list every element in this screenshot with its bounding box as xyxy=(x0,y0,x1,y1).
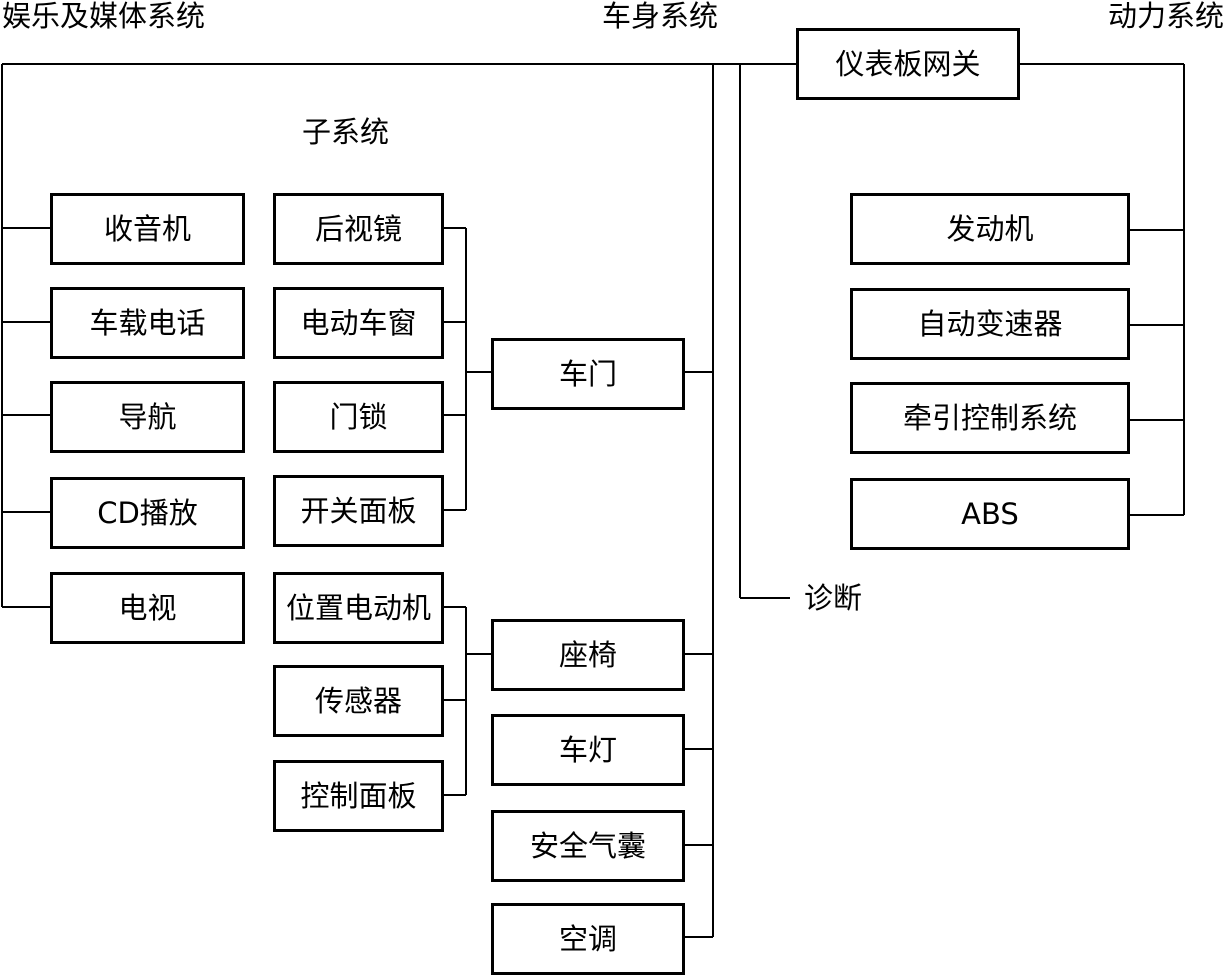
gateway-label: 仪表板网关 xyxy=(835,46,981,81)
powertrain-item-label: ABS xyxy=(961,496,1019,531)
body-item-label: 车灯 xyxy=(558,732,617,767)
entertainment-item: CD播放 xyxy=(50,477,245,549)
door-component-label: 电动车窗 xyxy=(300,305,417,340)
body-item: 安全气囊 xyxy=(491,810,685,882)
subsystem-label: 子系统 xyxy=(302,115,390,149)
door-component: 开关面板 xyxy=(273,475,444,547)
door-component: 电动车窗 xyxy=(273,287,444,359)
entertainment-item-label: 电视 xyxy=(118,590,177,625)
door-component: 后视镜 xyxy=(273,193,444,265)
powertrain-system-header: 动力系统 xyxy=(1108,0,1225,33)
door-component-label: 后视镜 xyxy=(314,211,402,246)
body-item: 座椅 xyxy=(491,619,685,691)
powertrain-item-label: 发动机 xyxy=(946,211,1034,246)
door-component: 门锁 xyxy=(273,381,444,453)
body-item-label: 车门 xyxy=(558,356,617,391)
powertrain-item: ABS xyxy=(850,478,1130,550)
powertrain-item: 自动变速器 xyxy=(850,288,1130,360)
entertainment-item: 电视 xyxy=(50,572,245,644)
door-component-label: 门锁 xyxy=(329,399,388,434)
powertrain-item: 牵引控制系统 xyxy=(850,382,1130,454)
body-item: 车门 xyxy=(491,338,685,410)
entertainment-item-label: 收音机 xyxy=(103,211,191,246)
powertrain-item-label: 自动变速器 xyxy=(917,306,1063,341)
powertrain-item-label: 牵引控制系统 xyxy=(902,400,1077,435)
seat-component-label: 位置电动机 xyxy=(285,590,431,625)
seat-component: 控制面板 xyxy=(273,760,444,832)
entertainment-item-label: 导航 xyxy=(118,399,177,434)
entertainment-item: 导航 xyxy=(50,381,245,453)
entertainment-item-label: 车载电话 xyxy=(89,305,206,340)
body-item: 车灯 xyxy=(491,714,685,786)
door-component-label: 开关面板 xyxy=(300,493,417,528)
body-item-label: 空调 xyxy=(558,921,617,956)
body-item: 空调 xyxy=(491,903,685,975)
body-item-label: 安全气囊 xyxy=(529,828,646,863)
entertainment-item: 车载电话 xyxy=(50,287,245,359)
body-system-header: 车身系统 xyxy=(602,0,719,33)
diagnosis-label: 诊断 xyxy=(804,581,863,615)
seat-component-label: 传感器 xyxy=(314,683,402,718)
gateway-box: 仪表板网关 xyxy=(796,28,1020,100)
body-item-label: 座椅 xyxy=(558,637,617,672)
powertrain-item: 发动机 xyxy=(850,193,1130,265)
entertainment-item-label: CD播放 xyxy=(97,495,198,530)
seat-component: 位置电动机 xyxy=(273,572,444,644)
seat-component-label: 控制面板 xyxy=(300,778,417,813)
seat-component: 传感器 xyxy=(273,665,444,737)
entertainment-system-header: 娱乐及媒体系统 xyxy=(2,0,206,33)
entertainment-item: 收音机 xyxy=(50,193,245,265)
